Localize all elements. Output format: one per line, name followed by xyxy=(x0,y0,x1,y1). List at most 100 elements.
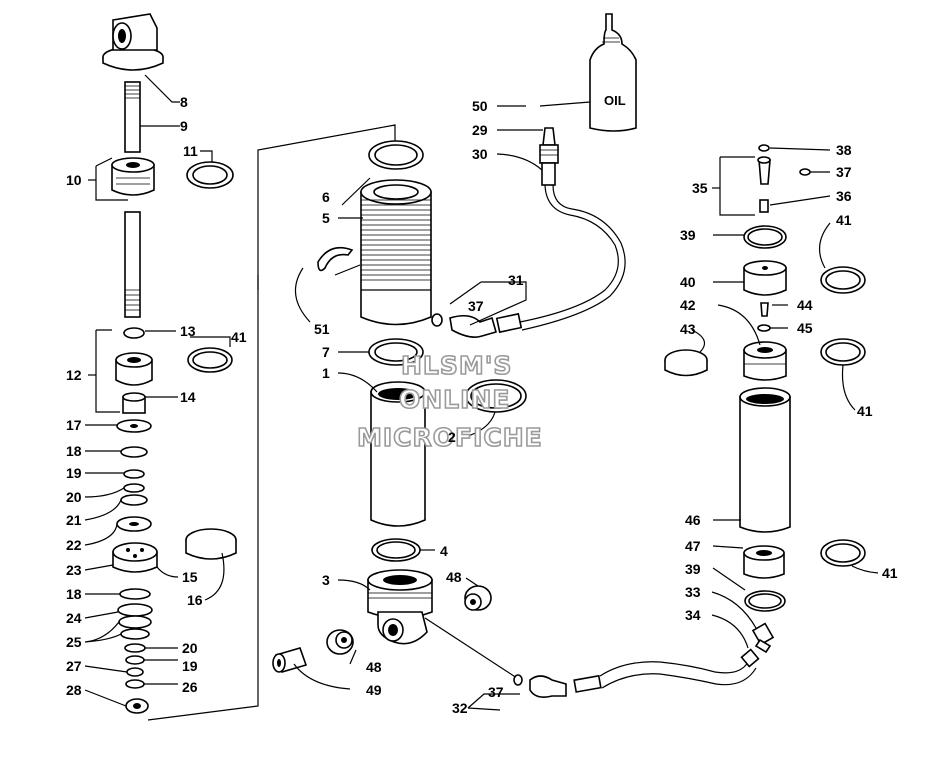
callout-24: 24 xyxy=(66,610,82,626)
callout-47: 47 xyxy=(685,538,701,554)
reservoir-assembly xyxy=(664,144,879,612)
part-38-screw xyxy=(757,144,771,185)
callout-20-b: 20 xyxy=(182,640,198,656)
watermark-line-1: HLSM'S xyxy=(401,351,512,380)
part-18-washer xyxy=(120,446,148,458)
callout-19-b: 19 xyxy=(182,658,198,674)
callout-16: 16 xyxy=(187,592,203,608)
callout-13: 13 xyxy=(180,323,196,339)
part-40-reservoir-cap xyxy=(743,260,787,296)
callout-40: 40 xyxy=(680,274,696,290)
callout-50: 50 xyxy=(472,98,488,114)
callout-labels: 8 9 10 11 12 13 41 14 17 18 19 20 21 22 … xyxy=(66,94,898,716)
callout-42: 42 xyxy=(680,297,696,313)
part-48-bushing-b xyxy=(326,629,354,655)
part-10-seal-head xyxy=(111,157,155,196)
shock-body-assembly xyxy=(272,140,527,690)
part-45-washer xyxy=(757,324,771,332)
callout-37-a: 37 xyxy=(468,298,484,314)
callout-37-c: 37 xyxy=(488,684,504,700)
callout-18-b: 18 xyxy=(66,586,82,602)
callout-6: 6 xyxy=(322,189,330,205)
part-48-bushing-a xyxy=(464,585,492,611)
callout-22: 22 xyxy=(66,537,82,553)
callout-28: 28 xyxy=(66,682,82,698)
callout-14: 14 xyxy=(180,389,196,405)
part-23-valve-piston xyxy=(112,542,158,573)
part-43-band xyxy=(664,349,708,377)
callout-25: 25 xyxy=(66,634,82,650)
callout-35: 35 xyxy=(692,180,708,196)
callout-5: 5 xyxy=(322,210,330,226)
callout-41-a: 41 xyxy=(231,329,247,345)
part-29-fitting xyxy=(539,127,559,164)
assembly-bracket-line xyxy=(147,124,396,721)
callout-15: 15 xyxy=(182,569,198,585)
watermark: HLSM'S ONLINE MICROFICHE xyxy=(356,350,543,453)
part-31-elbow xyxy=(449,312,523,338)
part-3-lower-eye xyxy=(367,569,433,645)
part-24-shim xyxy=(117,603,153,617)
part-5-threaded-collar xyxy=(360,179,432,326)
part-27-washer xyxy=(126,667,144,677)
part-51-clip xyxy=(317,246,354,272)
part-30-hose xyxy=(519,162,626,331)
reservoir-hose-bottom xyxy=(467,591,775,711)
callout-7: 7 xyxy=(322,344,330,360)
part-25-shim-a xyxy=(118,615,152,629)
part-21-shim xyxy=(120,494,148,506)
part-36-valve xyxy=(759,199,769,213)
part-44-screw xyxy=(760,302,769,317)
shaft-assembly xyxy=(84,13,237,714)
part-20-shim xyxy=(123,483,145,493)
part-49-sleeve xyxy=(272,647,308,673)
callout-20-a: 20 xyxy=(66,489,82,505)
part-16-piston-band xyxy=(185,528,237,560)
part-33-fitting xyxy=(751,622,775,654)
part-37-o-ring-b xyxy=(799,168,811,176)
callout-26: 26 xyxy=(182,679,198,695)
watermark-line-3: MICROFICHE xyxy=(357,423,543,452)
part-1-body-tube xyxy=(370,381,426,527)
callout-41-d: 41 xyxy=(882,565,898,581)
callout-33: 33 xyxy=(685,584,701,600)
callout-17: 17 xyxy=(66,417,82,433)
callout-19-a: 19 xyxy=(66,465,82,481)
callout-51: 51 xyxy=(314,321,330,337)
part-shaft-lower xyxy=(124,211,141,318)
callout-48-a: 48 xyxy=(446,569,462,585)
callout-3: 3 xyxy=(322,572,330,588)
callout-34: 34 xyxy=(685,607,701,623)
part-20b-shim xyxy=(124,643,146,653)
reservoir-hose-top: OIL xyxy=(431,13,637,338)
callout-36: 36 xyxy=(836,188,852,204)
part-8-eyelet xyxy=(102,13,164,71)
callout-48-b: 48 xyxy=(366,659,382,675)
callout-31: 31 xyxy=(508,272,524,288)
part-19b-shim xyxy=(125,655,145,665)
callout-39-a: 39 xyxy=(680,227,696,243)
callout-4: 4 xyxy=(440,543,448,559)
oil-bottle-label: OIL xyxy=(604,93,626,108)
callout-10: 10 xyxy=(66,172,82,188)
callout-21: 21 xyxy=(66,512,82,528)
callout-32: 32 xyxy=(452,700,468,716)
callout-37-b: 37 xyxy=(836,164,852,180)
callout-39-b: 39 xyxy=(685,561,701,577)
part-46-reservoir-tube xyxy=(739,387,791,533)
part-42-floating-piston xyxy=(743,341,787,381)
callout-2: 2 xyxy=(448,429,456,445)
part-37-o-ring-a xyxy=(431,313,443,327)
callout-38: 38 xyxy=(836,142,852,158)
callout-27: 27 xyxy=(66,658,82,674)
part-50-oil-bottle: OIL xyxy=(589,13,637,132)
callout-12: 12 xyxy=(66,367,82,383)
callout-8: 8 xyxy=(180,94,188,110)
part-28-nut xyxy=(125,698,149,714)
watermark-line-2: ONLINE xyxy=(399,385,510,414)
callout-18-a: 18 xyxy=(66,443,82,459)
part-26-shim xyxy=(125,679,145,689)
callout-41-c: 41 xyxy=(857,403,873,419)
callout-41-b: 41 xyxy=(836,212,852,228)
